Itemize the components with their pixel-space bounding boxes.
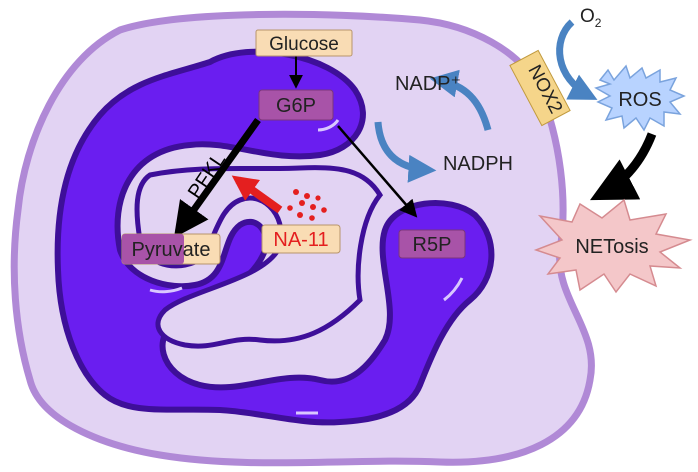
ros-burst-icon bbox=[594, 64, 686, 132]
highlight-curve bbox=[443, 277, 464, 302]
nox2-box bbox=[509, 49, 571, 127]
pyruvate-highlight bbox=[122, 234, 184, 264]
r5p-box bbox=[398, 229, 466, 259]
arrow-g6p-r5p bbox=[337, 125, 418, 218]
arrow-na11-inhibit bbox=[231, 175, 283, 214]
g6p-box bbox=[258, 89, 334, 121]
arrow-g6p-pyruvate bbox=[173, 117, 261, 238]
highlight-curve bbox=[317, 119, 340, 132]
arrow-o2-ros bbox=[556, 19, 598, 100]
o2-label: O2 bbox=[580, 6, 602, 30]
arrow-ros-netosis bbox=[590, 132, 657, 201]
highlight-curve bbox=[149, 286, 183, 294]
glucose-label: Glucose bbox=[269, 34, 339, 55]
cycle-arrow-down bbox=[374, 121, 437, 183]
o2-base: O bbox=[580, 6, 595, 27]
nadp-plus-label: NADP⁺ bbox=[395, 73, 461, 95]
g6p-label: G6P bbox=[276, 95, 316, 117]
r5p-label: R5P bbox=[413, 234, 452, 256]
na11-particles-icon bbox=[287, 189, 327, 221]
na11-label: NA-11 bbox=[273, 229, 328, 251]
ros-label: ROS bbox=[618, 89, 661, 111]
pyruvate-label: Pyruvate bbox=[132, 239, 211, 261]
netosis-label: NETosis bbox=[575, 236, 648, 258]
na11-box bbox=[261, 224, 341, 254]
nadph-label: NADPH bbox=[443, 153, 513, 175]
o2-subscript: 2 bbox=[595, 16, 602, 30]
cycle-arrow-up bbox=[429, 69, 492, 131]
glucose-box bbox=[255, 29, 353, 57]
netosis-burst-icon bbox=[533, 198, 693, 294]
